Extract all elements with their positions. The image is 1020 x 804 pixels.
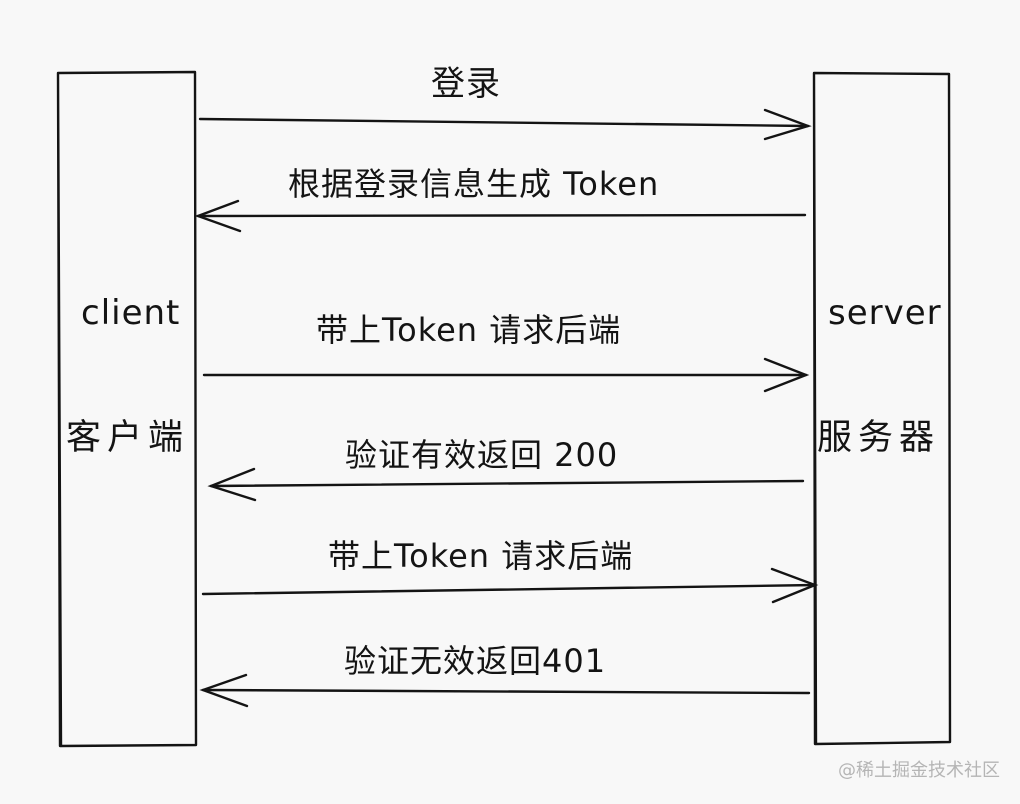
server-box bbox=[812, 71, 952, 746]
arrow-request-1 bbox=[202, 357, 810, 393]
server-name-label: server bbox=[828, 293, 942, 333]
watermark-text: @稀土掘金技术社区 bbox=[838, 760, 1000, 781]
client-name-label: client bbox=[81, 293, 181, 333]
arrow-token-issued bbox=[194, 199, 807, 233]
message-login-label: 登录 bbox=[431, 64, 501, 104]
message-token-issued-label: 根据登录信息生成 Token bbox=[288, 165, 660, 203]
client-box bbox=[56, 70, 198, 748]
message-valid-200-label: 验证有效返回 200 bbox=[345, 436, 619, 474]
arrow-request-2 bbox=[201, 567, 819, 604]
client-role-label: 客户端 bbox=[66, 418, 190, 458]
arrow-login bbox=[198, 108, 812, 141]
arrow-valid-200 bbox=[207, 467, 805, 502]
server-role-label: 服务器 bbox=[817, 418, 941, 458]
message-request-1-label: 带上Token 请求后端 bbox=[316, 311, 622, 349]
message-invalid-401-label: 验证无效返回401 bbox=[344, 642, 607, 680]
arrow-invalid-401 bbox=[199, 673, 811, 708]
message-request-2-label: 带上Token 请求后端 bbox=[328, 537, 634, 575]
